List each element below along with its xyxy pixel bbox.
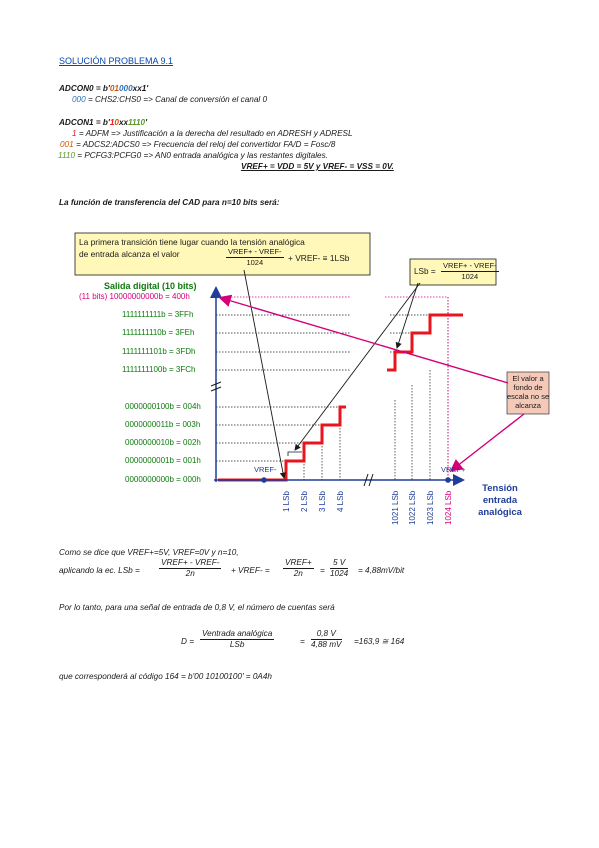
y-label-003h: 0000000011b = 003h [125,420,201,429]
y-label-004h: 0000000100b = 004h [125,402,201,411]
callout2-lsb: LSb = [414,267,436,276]
y-label-002h: 0000000010b = 002h [125,438,201,447]
callout1-tail: + VREF- ≡ 1LSb [288,253,350,263]
x-axis-title-1: Tensión [482,483,518,494]
callout3-line1: El valor a [512,374,544,383]
adcon1-line4: 1110 = PCFG3:PCFG0 => AN0 entrada analóg… [58,151,328,160]
calc-eq: = [320,566,325,575]
adcon1-line1: ADCON1 = b'10xx1110' [59,118,148,127]
callout3-line4: alcanza [515,401,541,410]
calc-line2-prefix: aplicando la ec. LSb = [59,566,140,575]
y-label-400h: (11 bits) 10000000000b = 400h [79,292,190,301]
x-label-1024lsb: 1024 LSb [444,490,453,525]
calc-line4: que corresponderá al código 164 = b'00 1… [59,672,272,681]
callout3-line2: fondo de [513,383,543,392]
adcon1-line3: 001 = ADCS2:ADCS0 => Frecuencia del relo… [60,140,336,149]
calc-plus-vref: + VREF- = [231,566,270,575]
x-axis-title-3: analógica [478,507,522,518]
x-label-1023lsb: 1023 LSb [426,490,435,525]
calc-fraction-2: VREF+ 2n [283,558,314,578]
adcon1-line2: 1 = ADFM => Justificación a la derecha d… [72,129,353,138]
callout1-line1: La primera transición tiene lugar cuando… [79,237,305,247]
x-label-1lsb: 1 LSb [282,491,291,512]
x-label-1021lsb: 1021 LSb [391,490,400,525]
calc-line3: Por lo tanto, para una señal de entrada … [59,603,335,612]
calc-line1: Como se dice que VREF+=5V, VREF=0V y n=1… [59,548,239,557]
intro-text: La función de transferencia del CAD para… [59,198,280,207]
x-label-4lsb: 4 LSb [336,491,345,512]
y-label-3fdh: 1111111101b = 3FDh [122,347,196,356]
x-axis-title-2: entrada [482,495,518,506]
d-result: =163,9 ≅ 164 [354,637,405,646]
adcon0-line2: 000 = CHS2:CHS0 => Canal de conversión e… [72,95,268,104]
x-label-3lsb: 3 LSb [318,491,327,512]
y-label-000h: 0000000000b = 000h [125,475,201,484]
d-prefix: D = [181,637,194,646]
adcon1-line5: VREF+ = VDD = 5V y VREF- = VSS = 0V. [241,162,394,171]
x-label-1022lsb: 1022 LSb [408,490,417,525]
page-title[interactable]: SOLUCIÓN PROBLEMA 9.1 [59,56,174,66]
d-fraction-2: 0,8 V 4,88 mV [311,629,342,649]
callout1-line2: de entrada alcanza el valor [79,249,180,259]
adcon0-line1: ADCON0 = b'01000xx1' [59,84,149,93]
d-eq: = [300,637,305,646]
calc-result: = 4,88mV/bit [358,566,405,575]
vref-plus-label: VREF+ [441,465,466,474]
callout1-fraction: VREF+ - VREF- 1024 [226,247,284,267]
calc-fraction-1: VREF+ - VREF- 2n [159,558,222,578]
y-label-3fch: 1111111100b = 3FCh [122,365,196,374]
y-axis-title: Salida digital (10 bits) [104,281,197,291]
callout2-fraction: VREF+ - VREF- 1024 [441,261,499,281]
calc-fraction-3: 5 V 1024 [330,558,349,578]
vref-minus-label: VREF- [254,465,277,474]
x-label-2lsb: 2 LSb [300,491,309,512]
callout3-line3: escala no se [507,392,550,401]
d-fraction-1: Ventrada analógica LSb [200,629,275,649]
y-label-3feh: 1111111110b = 3FEh [122,328,195,337]
y-label-3ffh: 1111111111b = 3FFh [122,310,194,319]
y-label-001h: 0000000001b = 001h [125,456,201,465]
